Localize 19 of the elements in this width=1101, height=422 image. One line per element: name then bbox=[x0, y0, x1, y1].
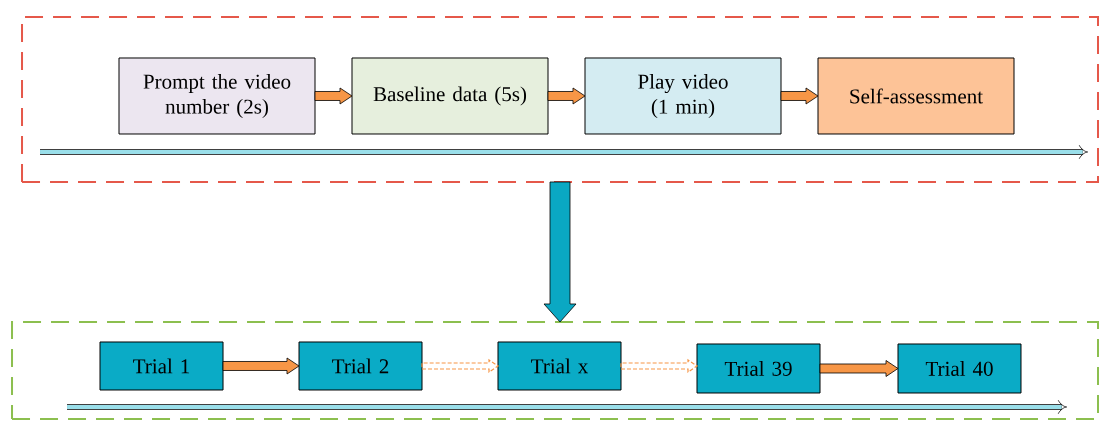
dashed-frame bbox=[21, 16, 1099, 183]
block-arrow bbox=[620, 358, 699, 374]
block-arrow bbox=[780, 87, 819, 105]
block-arrow bbox=[421, 358, 500, 374]
block-arrow bbox=[543, 181, 577, 323]
step-box: Prompt the video number (2s) bbox=[118, 57, 316, 135]
step-box: Baseline data (5s) bbox=[351, 57, 549, 135]
trial-box: Trial 1 bbox=[99, 341, 224, 391]
step-box: Play video (1 min) bbox=[584, 57, 782, 135]
trial-box: Trial 39 bbox=[696, 343, 821, 394]
dashed-frame bbox=[11, 321, 1099, 420]
block-arrow bbox=[547, 87, 586, 105]
step-box: Self-assessment bbox=[817, 57, 1015, 135]
trial-box: Trial x bbox=[497, 341, 622, 391]
trial-box: Trial 40 bbox=[897, 343, 1022, 394]
block-arrow bbox=[222, 357, 300, 375]
block-arrow bbox=[314, 87, 353, 105]
block-arrow bbox=[819, 360, 899, 377]
trial-box: Trial 2 bbox=[298, 341, 423, 391]
